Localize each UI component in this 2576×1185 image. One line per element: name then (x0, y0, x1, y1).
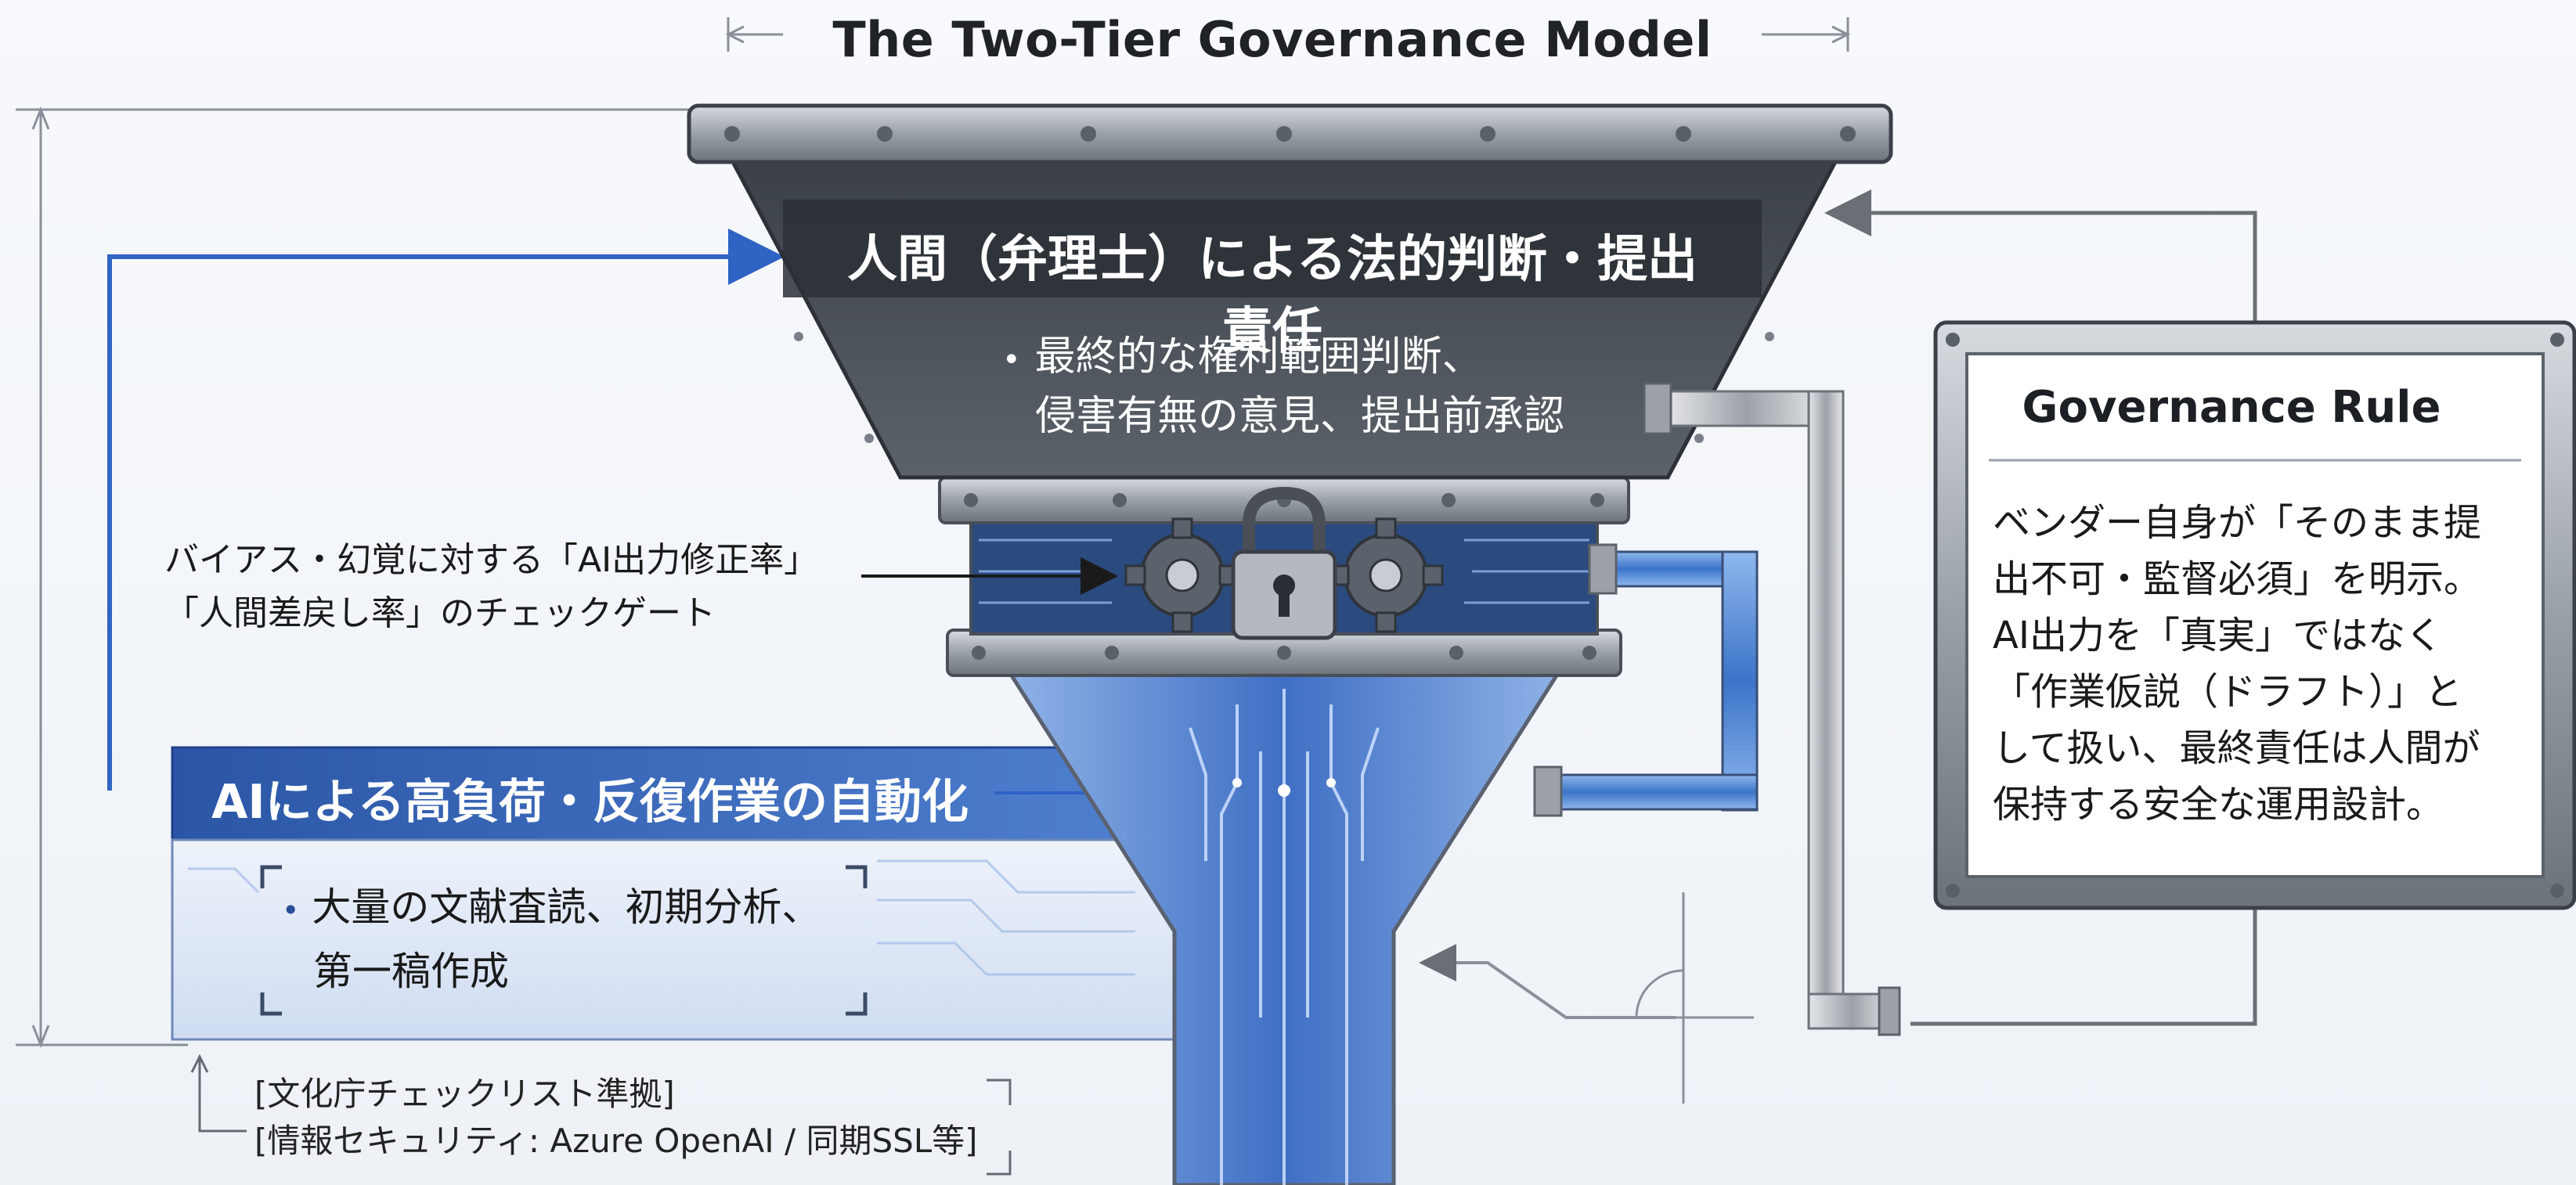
human-funnel (687, 103, 1893, 480)
human-tier-title: 人間（弁理士）による法的判断・提出責任 (846, 231, 1698, 361)
automation-tier-bullets: •大量の文献査読、初期分析、 第一稿作成 (282, 877, 877, 1002)
automation-band (171, 746, 1264, 1041)
compliance-notes: [文化庁チェックリスト準拠] [情報セキュリティ: Azure OpenAI /… (254, 1075, 978, 1160)
automation-bullet-line: 第一稿作成 (313, 949, 509, 994)
automation-bullet-line: •大量の文献査読、初期分析、 (282, 884, 821, 930)
compliance-bracket (190, 1054, 1012, 1176)
governance-return-arrow (1824, 189, 2257, 321)
lower-flange (946, 629, 1622, 677)
title-dimension-line (725, 17, 1851, 52)
bullet-bracket (260, 865, 868, 1016)
human-tier-bullet-line: 侵害有無の意見、提出前承認 (1035, 393, 1565, 440)
governance-rule-heading: Governance Rule (2022, 382, 2441, 433)
blue-pipe (1533, 543, 1759, 817)
automation-tier-title: AIによる高負荷・反復作業の自動化 (211, 775, 969, 830)
check-gate-label: バイアス・幻覚に対する「AI出力修正率」 「人間差戻し率」のチェックゲート (164, 540, 819, 633)
diagram-title: The Two-Tier Governance Model (832, 11, 1712, 68)
feedback-arrow (107, 229, 785, 791)
human-tier-bullets: •最終的な権利範囲判断、 侵害有無の意見、提出前承認 (1002, 329, 1644, 445)
governance-output-line (1910, 908, 2257, 1026)
gear-icon (1328, 517, 1444, 633)
gray-pipe (1643, 382, 1901, 1036)
bullet-dot: • (1002, 342, 1021, 378)
human-tier-bullet-line: •最終的な権利範囲判断、 (1002, 333, 1483, 380)
gear-icon (1124, 517, 1240, 633)
governance-rule-panel (1933, 320, 2576, 910)
padlock-icon (1231, 486, 1337, 640)
height-dimension-line (16, 106, 697, 1049)
governance-rule-body: ベンダー自身が「そのまま提 出不可・監督必須」を明示。 AI出力を「真実」ではな… (1993, 501, 2482, 827)
bullet-dot: • (282, 893, 300, 927)
check-gate (938, 476, 1630, 640)
angle-mark (1605, 892, 1754, 1104)
